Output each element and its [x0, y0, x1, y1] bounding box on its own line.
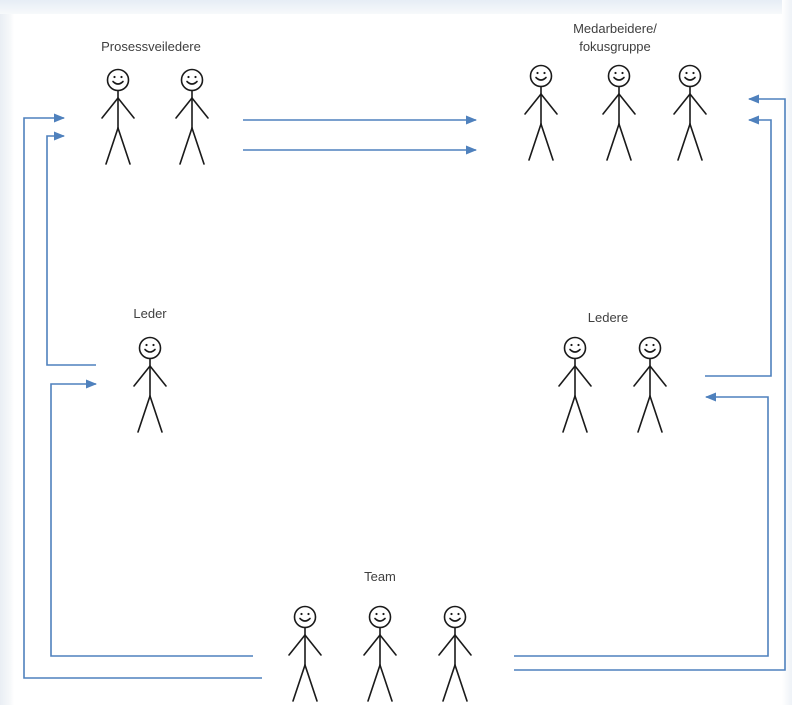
arrow-team-to-prosessveiledere	[23, 113, 262, 679]
arrow-team-to-ledere	[514, 392, 769, 657]
arrow-ledere-to-medarbeidere	[705, 115, 772, 377]
label-medarbeidere-line2: fokusgruppe	[579, 39, 651, 54]
stick-figure-icon-ledere-2	[633, 336, 667, 433]
stick-figure-icon-medarbeidere-2	[602, 64, 636, 161]
arrow-leder-to-prosessveiledere	[46, 131, 96, 366]
label-leder: Leder	[133, 306, 167, 321]
stick-figures	[101, 64, 707, 702]
label-medarbeidere: Medarbeidere/ fokusgruppe	[530, 20, 700, 56]
right-gradient-band	[782, 0, 792, 705]
arrow-team-to-medarbeidere	[514, 94, 786, 671]
stick-figure-icon-ledere-1	[558, 336, 592, 433]
arrow-team-to-leder	[50, 379, 253, 657]
label-prosessveiledere: Prosessveiledere	[101, 39, 201, 54]
label-team: Team	[364, 569, 396, 584]
label-medarbeidere-line1: Medarbeidere/	[573, 21, 657, 36]
stick-figure-icon-team-3	[438, 605, 472, 702]
top-gradient-band	[0, 0, 792, 14]
stick-figure-icon-medarbeidere-1	[524, 64, 558, 161]
stick-figure-icon-prosessveiledere-2	[175, 68, 209, 165]
stick-figure-icon-team-2	[363, 605, 397, 702]
stick-figure-icon-team-1	[288, 605, 322, 702]
connectors	[23, 94, 786, 679]
label-ledere: Ledere	[587, 310, 629, 325]
stick-figure-icon-prosessveiledere-1	[101, 68, 135, 165]
stick-figure-icon-leder-1	[133, 336, 167, 433]
stick-figure-icon-medarbeidere-3	[673, 64, 707, 161]
